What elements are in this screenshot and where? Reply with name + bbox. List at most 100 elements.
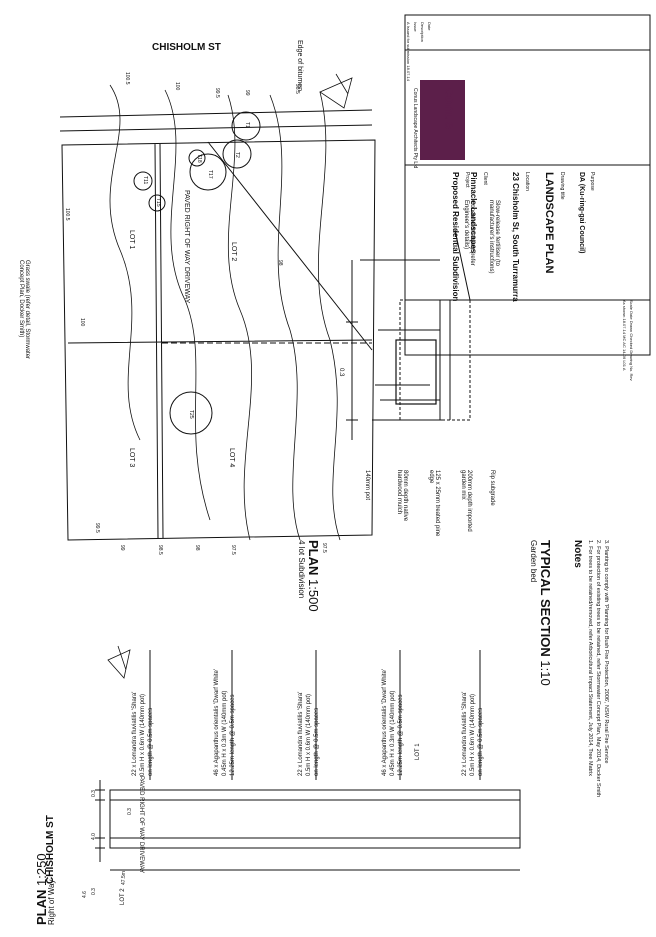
section-label-bottom: 140mm pot [364, 470, 370, 501]
lot-label: LOT 3 [128, 448, 135, 468]
plan-main-scale: 1:500 [306, 579, 321, 612]
contour-label: 98.5 [294, 84, 300, 94]
contour-label: 100.5 [124, 72, 130, 85]
rev-header: Date [427, 22, 432, 31]
rev-row: A Issued for submission 18.07.14 [406, 22, 411, 81]
section-dimension: 0.3 [338, 368, 344, 377]
section-label-bottom: 80mm depth native hardwood mulch [396, 470, 408, 522]
section-title: TYPICAL SECTION 1:10 [538, 540, 553, 686]
row-dimension: 0.3 [91, 888, 97, 895]
planting-label-line: 46 x Agapanthus orientalis 'Dwarf White' [214, 668, 220, 776]
title-block [404, 14, 651, 356]
planting-label: 22 x Lomandra fluviatilis 'Shara' 0.5m H… [297, 692, 321, 776]
client-label: Client [482, 172, 488, 185]
contour-label: 100.5 [64, 208, 70, 221]
planting-label-line: 0.45m H x 0.3m W (140mm pot) [390, 690, 396, 776]
right-of-way-plan [95, 645, 521, 871]
section-title-text: TYPICAL SECTION [538, 540, 553, 657]
note-item: 1. For trees to be retained/removed, ref… [587, 540, 593, 776]
tree-label: T1 [244, 122, 250, 128]
contour-label: 98 [194, 545, 200, 551]
footer-label: Date [629, 311, 634, 320]
planting-label: 22 x Lomandra fluviatilis 'Shara' 0.5m H… [131, 692, 155, 776]
plan-main-title-text: PLAN [306, 540, 321, 576]
footer-value: As shown [622, 300, 627, 318]
row-dimension: 47.5m [121, 871, 127, 885]
tree-T17 [189, 153, 227, 191]
site-plan [59, 73, 376, 541]
note-item: 2. For protection of existing trees to b… [595, 540, 601, 798]
footer-value: MC [622, 335, 627, 342]
tree-T2 [222, 139, 252, 169]
contour-label: 98.5 [157, 545, 163, 555]
section-label-bottom: 200mm depth imported garden mix [460, 470, 472, 532]
row-dimension-lines [95, 780, 520, 871]
tree-T18 [188, 149, 206, 167]
contour-lines [109, 84, 341, 541]
tree-label: T25 [188, 410, 194, 419]
footer-value: AC [622, 342, 627, 348]
rev-date: 18.07.14 [406, 65, 411, 81]
contour-label: 99 [244, 90, 250, 96]
planting-label-line: 12.25m length @ 0.5m spaces [230, 694, 236, 776]
planting-label-line: 22 x Lomandra fluviatilis 'Shara' [298, 691, 304, 776]
row-dimension: 4.0 [91, 833, 97, 840]
planting-label-line: 46 x Agapanthus orientalis 'Dwarf White' [382, 668, 388, 776]
footer-value: 18.07.14 [622, 318, 627, 335]
footer-label: Checked [629, 333, 634, 350]
logo-text: conus [442, 88, 458, 130]
contour-label: 100 [174, 82, 180, 91]
note-item: 3. Planting to comply with 'Planning for… [603, 540, 609, 764]
drawing-title: LANDSCAPE PLAN [543, 172, 555, 274]
footer-value: 14-06 L01 [622, 348, 627, 367]
planting-label-line: 12.25m length @ 0.5m spaces [398, 694, 404, 776]
footer-label: Rev [629, 373, 634, 381]
kerb-line [59, 124, 373, 132]
lot-label: LOT 2 [230, 242, 237, 262]
notes-title: Notes [572, 540, 583, 568]
section-leaders [360, 229, 471, 421]
tree-label: T17 [207, 170, 213, 179]
contour-label: 97.5 [230, 545, 236, 555]
typical-section [346, 229, 471, 440]
edge-of-bitumen [59, 109, 373, 118]
firm-name: Conus Landscape Architects Pty Ltd [412, 88, 418, 169]
lot-label: LOT 4 [228, 448, 235, 468]
row-driveway-outline [109, 789, 521, 849]
section-label-bottom: Rip subgrade [489, 470, 495, 506]
north-arrow [319, 73, 353, 109]
tree-T11 [133, 171, 153, 191]
planting-label-line: 22 x Lomandra fluviatilis 'Shara' [462, 691, 468, 776]
tree-T25 [169, 391, 213, 435]
planting-label-line: 0.5m H x 0.6m W (140mm pot) [140, 693, 146, 776]
section-garden-bed [395, 339, 437, 405]
row-dimension: 0.3 [127, 808, 133, 815]
row-driveway-label: PAVED RIGHT OF WAY DRIVEWAY [138, 776, 144, 874]
rev-header: Description [420, 22, 425, 43]
project-label: Project [464, 172, 470, 188]
planting-label: 22 x Lomandra fluviatilis 'Shara' 0.5m H… [461, 692, 485, 776]
footer-labels: Scale Date Drawn Checked Drawing No. Rev [629, 300, 634, 381]
section-subtitle: Garden bed [529, 540, 538, 583]
plan-row-subtitle: Right of Way [47, 879, 56, 926]
footer-label: Drawing No. [629, 350, 634, 373]
footer-label: Drawn [629, 320, 634, 333]
purpose-label: Purpose [589, 172, 595, 191]
section-scale: 1:10 [538, 660, 553, 686]
grass-swale-note: Grass swale (refer detail, Stormwater Co… [18, 260, 30, 360]
planting-label-line: 0.5m H x 0.6m W (140mm pot) [470, 693, 476, 776]
tree-label: T15 [155, 198, 161, 207]
row-lot-label: LOT 2 [120, 888, 126, 905]
rev-header: Issue [413, 22, 418, 32]
contour-label: 97.5 [321, 543, 327, 553]
drawing-label: Drawing title [559, 172, 565, 200]
planting-label-line: 0.45m H x 0.3m W (140mm pot) [222, 690, 228, 776]
purpose-value: DA (Ku-ring-gai Council) [578, 172, 585, 254]
contour-label: 99.5 [94, 523, 100, 533]
lot-label: LOT 1 [128, 230, 135, 250]
section-dimension [346, 260, 358, 440]
project-name: Proposed Residential Subdivision [451, 172, 460, 302]
planting-label-line: 22 x Lomandra fluviatilis 'Shara' [132, 691, 138, 776]
section-label-bottom: 125 x 25mm treated pine edge [428, 470, 440, 537]
